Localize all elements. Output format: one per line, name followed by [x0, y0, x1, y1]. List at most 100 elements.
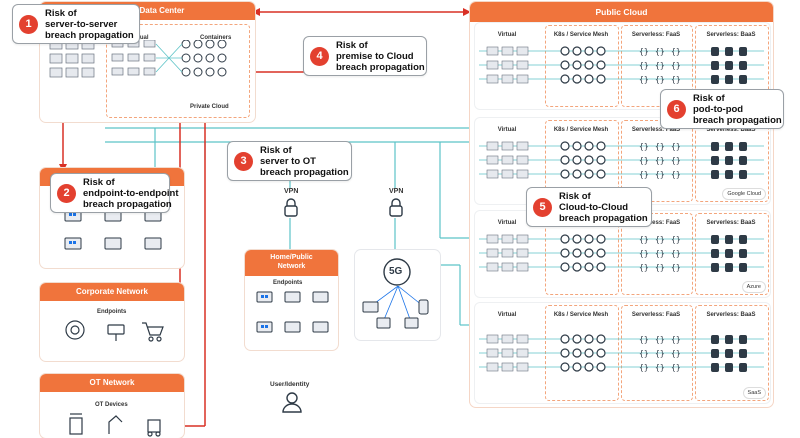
svg-text:{}: {} [655, 349, 665, 358]
callout-line: server to OT [260, 155, 316, 167]
svg-text:{}: {} [655, 335, 665, 344]
user-identity-label: User/Identity [270, 381, 310, 388]
cloud-row-graphic: {}{}{}{}{}{}{}{}{} [479, 46, 764, 84]
cloud-column-label-k8s: K8s / Service Mesh [553, 127, 609, 133]
home-endpoints-label: Endpoints [273, 280, 303, 286]
corporate-network-panel: Corporate Network Endpoints [40, 283, 184, 361]
public-cloud-title: Public Cloud [470, 2, 773, 22]
cloud-column-region [621, 25, 693, 107]
svg-text:{}: {} [639, 75, 649, 84]
ot-devices-label: OT Devices [95, 402, 128, 408]
svg-text:{}: {} [671, 142, 681, 151]
cloud-column-label-faas: Serverless: FaaS [631, 220, 681, 226]
cloud-column-region [621, 213, 693, 295]
svg-text:{}: {} [639, 363, 649, 372]
svg-text:{}: {} [671, 75, 681, 84]
svg-text:{}: {} [639, 142, 649, 151]
callout-line: endpoint-to-endpoint [83, 187, 179, 199]
callout-number: 4 [310, 46, 329, 66]
home-network-title-line2: Network [277, 263, 306, 270]
endpoint-devices [64, 209, 162, 250]
svg-text:{}: {} [639, 235, 649, 244]
svg-text:{}: {} [671, 156, 681, 165]
svg-text:{}: {} [655, 47, 665, 56]
user-icon [282, 392, 302, 413]
callout-line: Cloud-to-Cloud [559, 201, 629, 213]
corporate-endpoints-label: Endpoints [97, 309, 127, 315]
containers-label: Containers [200, 35, 232, 41]
cloud-column-region [621, 120, 693, 202]
callout-line: breach propagation [260, 166, 349, 178]
callout-line: server-to-server [45, 18, 118, 30]
svg-text:{}: {} [655, 142, 665, 151]
5g-tower-icon [383, 258, 411, 286]
svg-text:{}: {} [655, 235, 665, 244]
callout-line: breach propagation [83, 198, 172, 210]
cloud-provider-badge: Azure [741, 281, 766, 293]
home-network-head [245, 250, 338, 276]
private-dc-servers [49, 40, 227, 78]
cloud-provider-badge: Google Cloud [722, 188, 766, 200]
svg-text:{}: {} [639, 47, 649, 56]
callout-line: Risk of [45, 7, 77, 19]
cloud-column-region [545, 25, 619, 107]
cloud-provider-badge: SaaS [742, 387, 766, 399]
ot-network-panel: OT Network OT Devices [40, 374, 184, 438]
mobile-5g-panel: 5G [355, 250, 440, 340]
cloud-column-label-baas: Serverless: BaaS [706, 220, 756, 226]
svg-text:{}: {} [655, 263, 665, 272]
cloud-row-graphic: {}{}{}{}{}{}{}{}{} [479, 141, 764, 179]
callout-number: 5 [533, 197, 552, 217]
svg-text:{}: {} [655, 61, 665, 70]
cloud-column-label-faas: Serverless: FaaS [631, 312, 681, 318]
callout-line: breach propagation [559, 212, 648, 224]
cloud-column-label-virtual: Virtual [497, 220, 517, 226]
callout-number: 3 [234, 151, 253, 171]
ot-network-title: OT Network [40, 374, 184, 392]
svg-text:{}: {} [639, 335, 649, 344]
cloud-column-label-faas: Serverless: FaaS [631, 127, 681, 133]
svg-text:{}: {} [671, 170, 681, 179]
svg-text:{}: {} [639, 61, 649, 70]
cloud-column-label-virtual: Virtual [497, 312, 517, 318]
home-network-panel: Home/Public Network Endpoints [245, 250, 338, 350]
home-devices [256, 291, 329, 333]
svg-text:{}: {} [655, 75, 665, 84]
svg-text:{}: {} [671, 249, 681, 258]
lock-icon [389, 198, 403, 217]
cloud-column-label-faas: Serverless: FaaS [631, 32, 681, 38]
callout-line: breach propagation [336, 61, 425, 73]
svg-text:{}: {} [671, 363, 681, 372]
5g-label: 5G [389, 266, 403, 277]
callout-line: premise to Cloud [336, 50, 414, 62]
svg-text:{}: {} [639, 349, 649, 358]
callout-line: breach propagation [45, 29, 134, 41]
cloud-column-label-k8s: K8s / Service Mesh [553, 32, 609, 38]
callout-line: Risk of [83, 176, 115, 188]
svg-text:{}: {} [671, 335, 681, 344]
callout-line: Risk of [559, 190, 591, 202]
svg-text:{}: {} [639, 263, 649, 272]
svg-text:{}: {} [671, 263, 681, 272]
corporate-network-title: Corporate Network [40, 283, 184, 301]
cloud-row-graphic: {}{}{}{}{}{}{}{}{} [479, 234, 764, 272]
cloud-column-label-baas: Serverless: BaaS [706, 32, 756, 38]
home-network-title-line1: Home/Public [270, 254, 313, 261]
svg-text:{}: {} [655, 170, 665, 179]
svg-text:{}: {} [655, 156, 665, 165]
svg-text:{}: {} [671, 47, 681, 56]
svg-text:{}: {} [671, 349, 681, 358]
private-cloud-region [106, 24, 250, 118]
svg-text:{}: {} [639, 249, 649, 258]
callout-number: 6 [667, 99, 686, 119]
callout-line: pod-to-pod [693, 103, 744, 115]
callout-line: Risk of [260, 144, 292, 156]
